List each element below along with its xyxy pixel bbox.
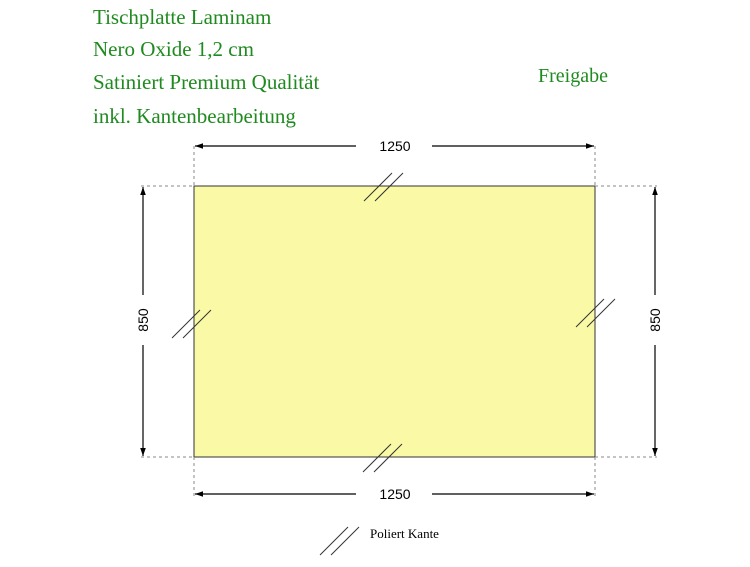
dimension-left: 850: [135, 187, 151, 456]
title-line-edges: inkl. Kantenbearbeitung: [93, 104, 296, 128]
legend-symbol: [319, 526, 360, 556]
dimension-bottom-value: 1250: [379, 486, 410, 502]
legend-label: Poliert Kante: [370, 526, 439, 541]
dimension-top: 1250: [195, 138, 594, 154]
tabletop-panel: [193, 185, 596, 458]
title-line-finish: Satiniert Premium Qualität: [93, 70, 320, 94]
dimension-right-value: 850: [647, 308, 663, 332]
dimension-left-value: 850: [135, 308, 151, 332]
polished-edge-marker-right: [575, 298, 616, 328]
approval-status-label: Freigabe: [538, 65, 608, 87]
polished-edge-marker-bottom: [362, 443, 403, 473]
extension-lines: [141, 146, 657, 497]
legend: Poliert Kante: [319, 526, 439, 556]
polished-edge-marker-left: [171, 309, 212, 339]
dimension-right: 850: [647, 187, 663, 456]
title-line-material: Nero Oxide 1,2 cm: [93, 37, 254, 61]
title-line-product: Tischplatte Laminam: [93, 5, 272, 29]
dimension-bottom: 1250: [195, 486, 594, 502]
polished-edge-marker-top: [363, 172, 404, 202]
dimension-top-value: 1250: [379, 138, 410, 154]
